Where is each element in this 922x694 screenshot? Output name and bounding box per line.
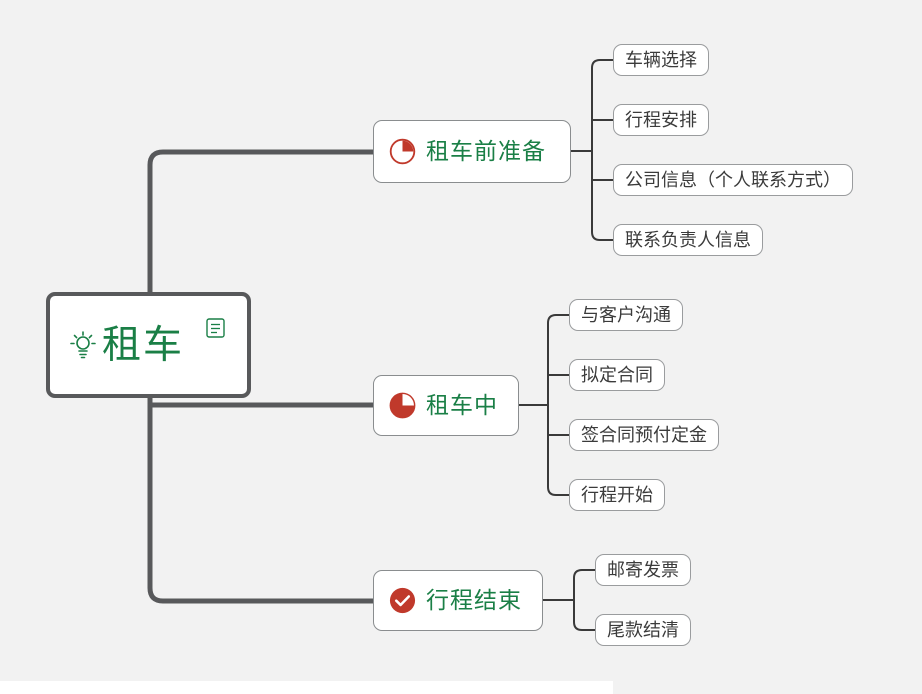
root-label: 租车 <box>102 323 185 367</box>
leaf-node-trip-arrangement[interactable]: 行程安排 <box>613 104 709 136</box>
leaf-label: 签合同预付定金 <box>581 425 707 445</box>
leaf-node-sign-contract-deposit[interactable]: 签合同预付定金 <box>569 419 719 451</box>
leaf-node-company-info[interactable]: 公司信息（个人联系方式） <box>613 164 853 196</box>
branch-node-end[interactable]: 行程结束 <box>373 570 543 631</box>
branch-label-during: 租车中 <box>426 392 498 418</box>
leaf-label: 联系负责人信息 <box>625 230 751 250</box>
progress-quarter-icon <box>389 138 416 165</box>
progress-three-quarter-icon <box>389 392 416 419</box>
subtree2-link-4 <box>547 486 569 496</box>
leaf-label: 行程开始 <box>581 485 653 505</box>
branch-label-prep: 租车前准备 <box>426 138 546 164</box>
branch-node-prep[interactable]: 租车前准备 <box>373 120 571 183</box>
leaf-node-contact-person-info[interactable]: 联系负责人信息 <box>613 224 763 256</box>
subtree2-link-1 <box>547 314 569 324</box>
leaf-label: 行程安排 <box>625 110 697 130</box>
subtree3-link-2 <box>573 621 595 631</box>
subtree3-link-1 <box>573 569 595 579</box>
leaf-label: 公司信息（个人联系方式） <box>625 170 841 190</box>
leaf-node-vehicle-selection[interactable]: 车辆选择 <box>613 44 709 76</box>
check-circle-icon <box>389 587 416 614</box>
subtree1-link-4 <box>591 231 613 241</box>
leaf-label: 尾款结清 <box>607 620 679 640</box>
leaf-label: 邮寄发票 <box>607 560 679 580</box>
leaf-node-final-payment[interactable]: 尾款结清 <box>595 614 691 646</box>
leaf-label: 与客户沟通 <box>581 305 671 325</box>
lightbulb-icon <box>70 331 96 359</box>
leaf-label: 车辆选择 <box>625 50 697 70</box>
branch-node-during[interactable]: 租车中 <box>373 375 519 436</box>
subtree1-link-1 <box>591 59 613 69</box>
canvas-bottom-strip <box>0 681 613 694</box>
leaf-node-trip-start[interactable]: 行程开始 <box>569 479 665 511</box>
leaf-node-mail-invoice[interactable]: 邮寄发票 <box>595 554 691 586</box>
root-node[interactable]: 租车 <box>46 292 251 398</box>
leaf-node-client-communication[interactable]: 与客户沟通 <box>569 299 683 331</box>
leaf-label: 拟定合同 <box>581 365 653 385</box>
branch-label-end: 行程结束 <box>426 587 522 613</box>
leaf-node-draft-contract[interactable]: 拟定合同 <box>569 359 665 391</box>
note-icon <box>206 318 225 338</box>
